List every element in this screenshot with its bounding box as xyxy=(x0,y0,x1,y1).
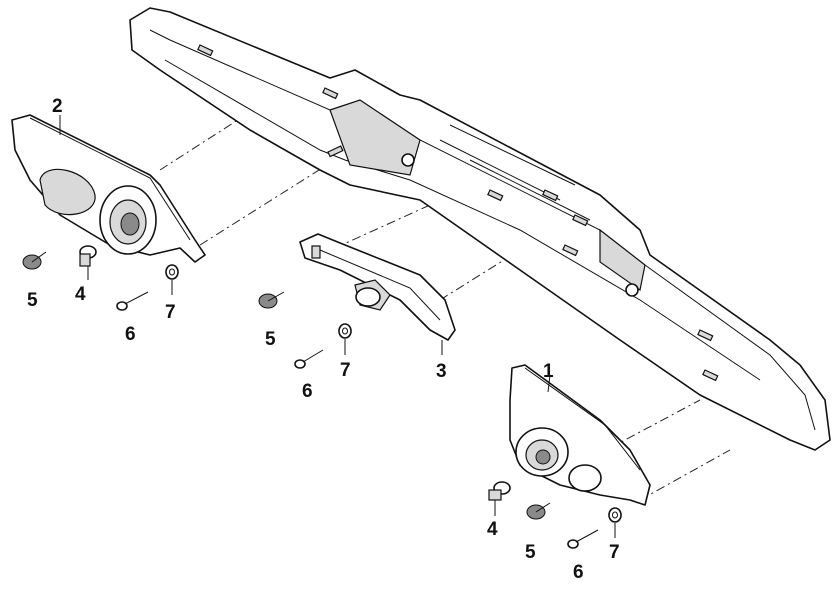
callout-6-right: 6 xyxy=(573,562,584,583)
leader-lines xyxy=(59,115,616,538)
left-lamp-assembly xyxy=(11,114,206,263)
callout-7-center: 7 xyxy=(340,360,351,381)
callout-6-left: 6 xyxy=(125,324,136,345)
callout-labels: 1 2 3 4 4 5 5 5 6 6 6 7 7 7 xyxy=(27,96,620,583)
right-lamp-assembly xyxy=(509,364,651,506)
callout-3: 3 xyxy=(436,361,447,382)
callout-5-right: 5 xyxy=(525,542,536,563)
main-bracket xyxy=(129,7,831,451)
fasteners xyxy=(22,245,622,549)
callout-7-right: 7 xyxy=(609,542,620,563)
callout-6-center: 6 xyxy=(302,381,313,402)
center-lamp-assembly xyxy=(299,233,456,341)
callout-5-center: 5 xyxy=(265,329,276,350)
callout-5-left: 5 xyxy=(27,290,38,311)
callout-2: 2 xyxy=(52,96,63,117)
callout-7-left: 7 xyxy=(165,302,176,323)
callout-4-left: 4 xyxy=(75,284,86,305)
callout-1: 1 xyxy=(543,361,554,382)
callout-4-right: 4 xyxy=(487,519,498,540)
